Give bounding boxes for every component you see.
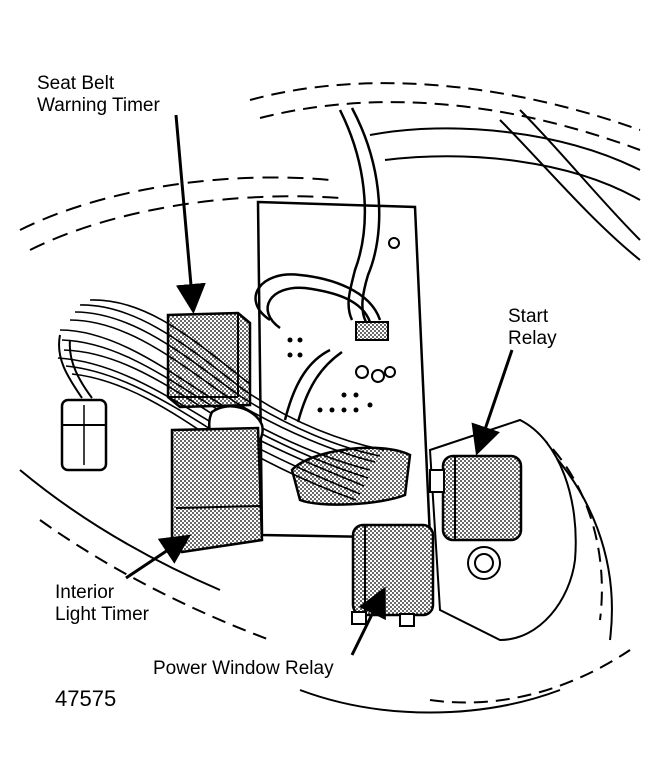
arrow-start-relay [471, 349, 514, 456]
interior-light-timer-label: Interior Light Timer [55, 582, 149, 626]
start-relay-label-line-2: Relay [508, 328, 557, 349]
arrow-seat-belt-warning-timer [174, 114, 206, 314]
start-relay-label-line-1: Start [508, 306, 549, 327]
interior-light-timer-module [170, 426, 264, 554]
start-relay-module [429, 454, 523, 542]
figure-number: 47575 [55, 686, 117, 711]
seat-belt-label-line-2: Warning Timer [37, 95, 160, 116]
power-window-relay-module [351, 523, 435, 627]
dash-panel-outline [19, 82, 641, 714]
start-relay-label: Start Relay [508, 306, 557, 350]
leader-arrows [125, 114, 514, 656]
power-window-relay-label: Power Window Relay [153, 658, 334, 679]
interior-label-line-2: Light Timer [55, 604, 149, 625]
seat-belt-warning-timer-label: Seat Belt Warning Timer [37, 73, 160, 117]
interior-label-line-1: Interior [55, 582, 115, 603]
side-connector [58, 334, 108, 472]
arrow-interior-light-timer [125, 534, 191, 580]
arrow-power-window-relay [350, 586, 386, 656]
seat-belt-label-line-1: Seat Belt [37, 73, 115, 94]
wire-loop [254, 107, 382, 423]
